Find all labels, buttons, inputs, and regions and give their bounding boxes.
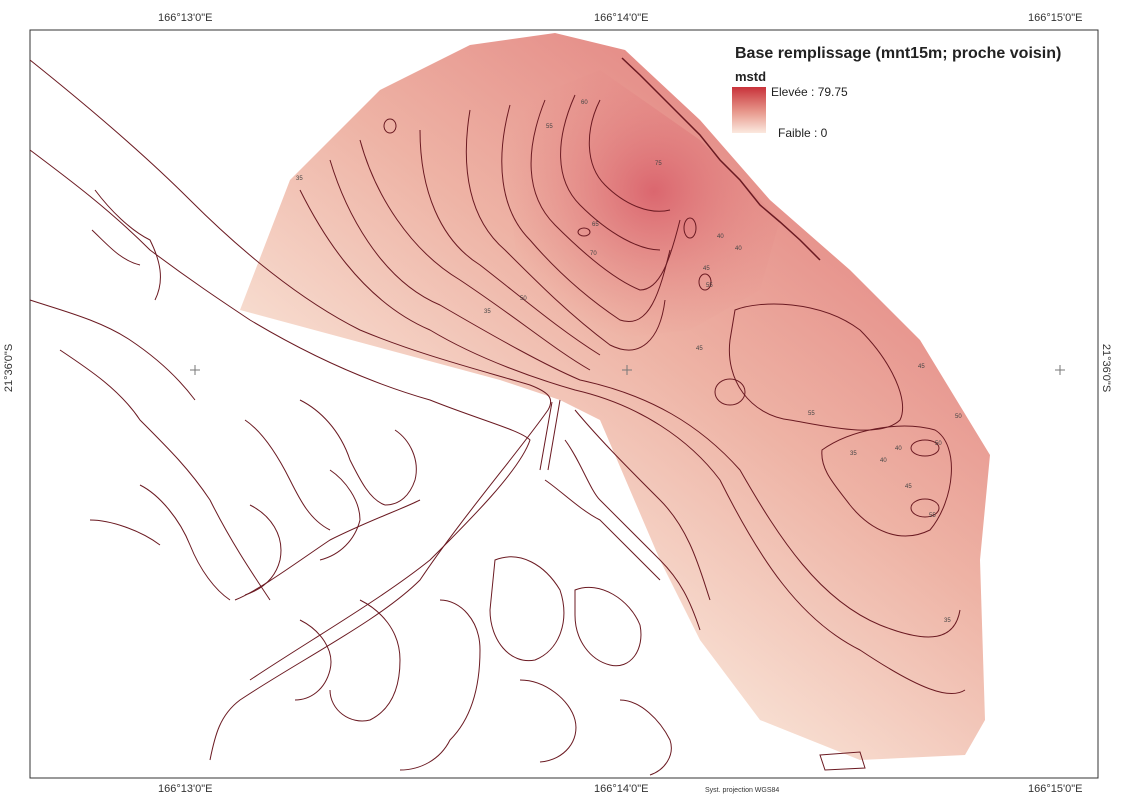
legend-high-label: Elevée : 79.75	[771, 85, 848, 99]
contour-label: 45	[905, 484, 912, 490]
contour-label: 45	[696, 346, 703, 352]
contour-labels: 35 35 50 55 60 75 65 70 40 40 45 55 45 55 40 35 40 50 45 55…	[296, 100, 962, 624]
coord-top-1: 166°13'0"E	[158, 12, 213, 24]
projection-credit: Syst. projection WGS84	[705, 787, 780, 794]
contour-label: 40	[735, 246, 742, 252]
legend-color-ramp	[732, 87, 766, 133]
contour-label: 50	[520, 296, 527, 302]
contour-label: 40	[717, 234, 724, 240]
coord-bottom-3: 166°15'0"E	[1028, 783, 1083, 795]
contour-label: 70	[590, 251, 597, 257]
coastline-hachure	[621, 57, 821, 261]
contour-label: 75	[655, 161, 662, 167]
coord-bottom-2: 166°14'0"E	[594, 783, 649, 795]
river-channels	[29, 59, 866, 776]
legend-title: Base remplissage (mnt15m; proche voisin)	[735, 45, 1062, 62]
coord-bottom-1: 166°13'0"E	[158, 783, 213, 795]
coord-top-2: 166°14'0"E	[594, 12, 649, 24]
contour-label: 65	[592, 222, 599, 228]
contour-lines	[299, 94, 966, 695]
contour-label: 60	[581, 100, 588, 106]
contour-label: 55	[546, 124, 553, 130]
legend-low-label: Faible : 0	[778, 126, 828, 140]
surface-high-core	[500, 70, 780, 340]
contour-label: 35	[296, 176, 303, 182]
contour-label: 55	[706, 283, 713, 289]
coord-left: 21°36'0"S	[3, 343, 16, 393]
contour-label: 35	[850, 451, 857, 457]
contour-label: 35	[484, 309, 491, 315]
contour-label: 35	[944, 618, 951, 624]
graticule-crosses	[190, 365, 1065, 375]
contour-label: 50	[955, 414, 962, 420]
contour-label: 55	[808, 411, 815, 417]
contour-label: 55	[929, 513, 936, 519]
coord-right: 21°36'0"S	[1100, 343, 1113, 393]
contour-label: 50	[935, 441, 942, 447]
contour-label: 40	[880, 458, 887, 464]
coord-top-3: 166°15'0"E	[1028, 12, 1083, 24]
contour-label: 45	[918, 364, 925, 370]
legend-field-name: mstd	[735, 69, 767, 84]
contour-label: 45	[703, 266, 710, 272]
interpolated-surface	[240, 33, 990, 760]
contour-label: 40	[895, 446, 902, 452]
